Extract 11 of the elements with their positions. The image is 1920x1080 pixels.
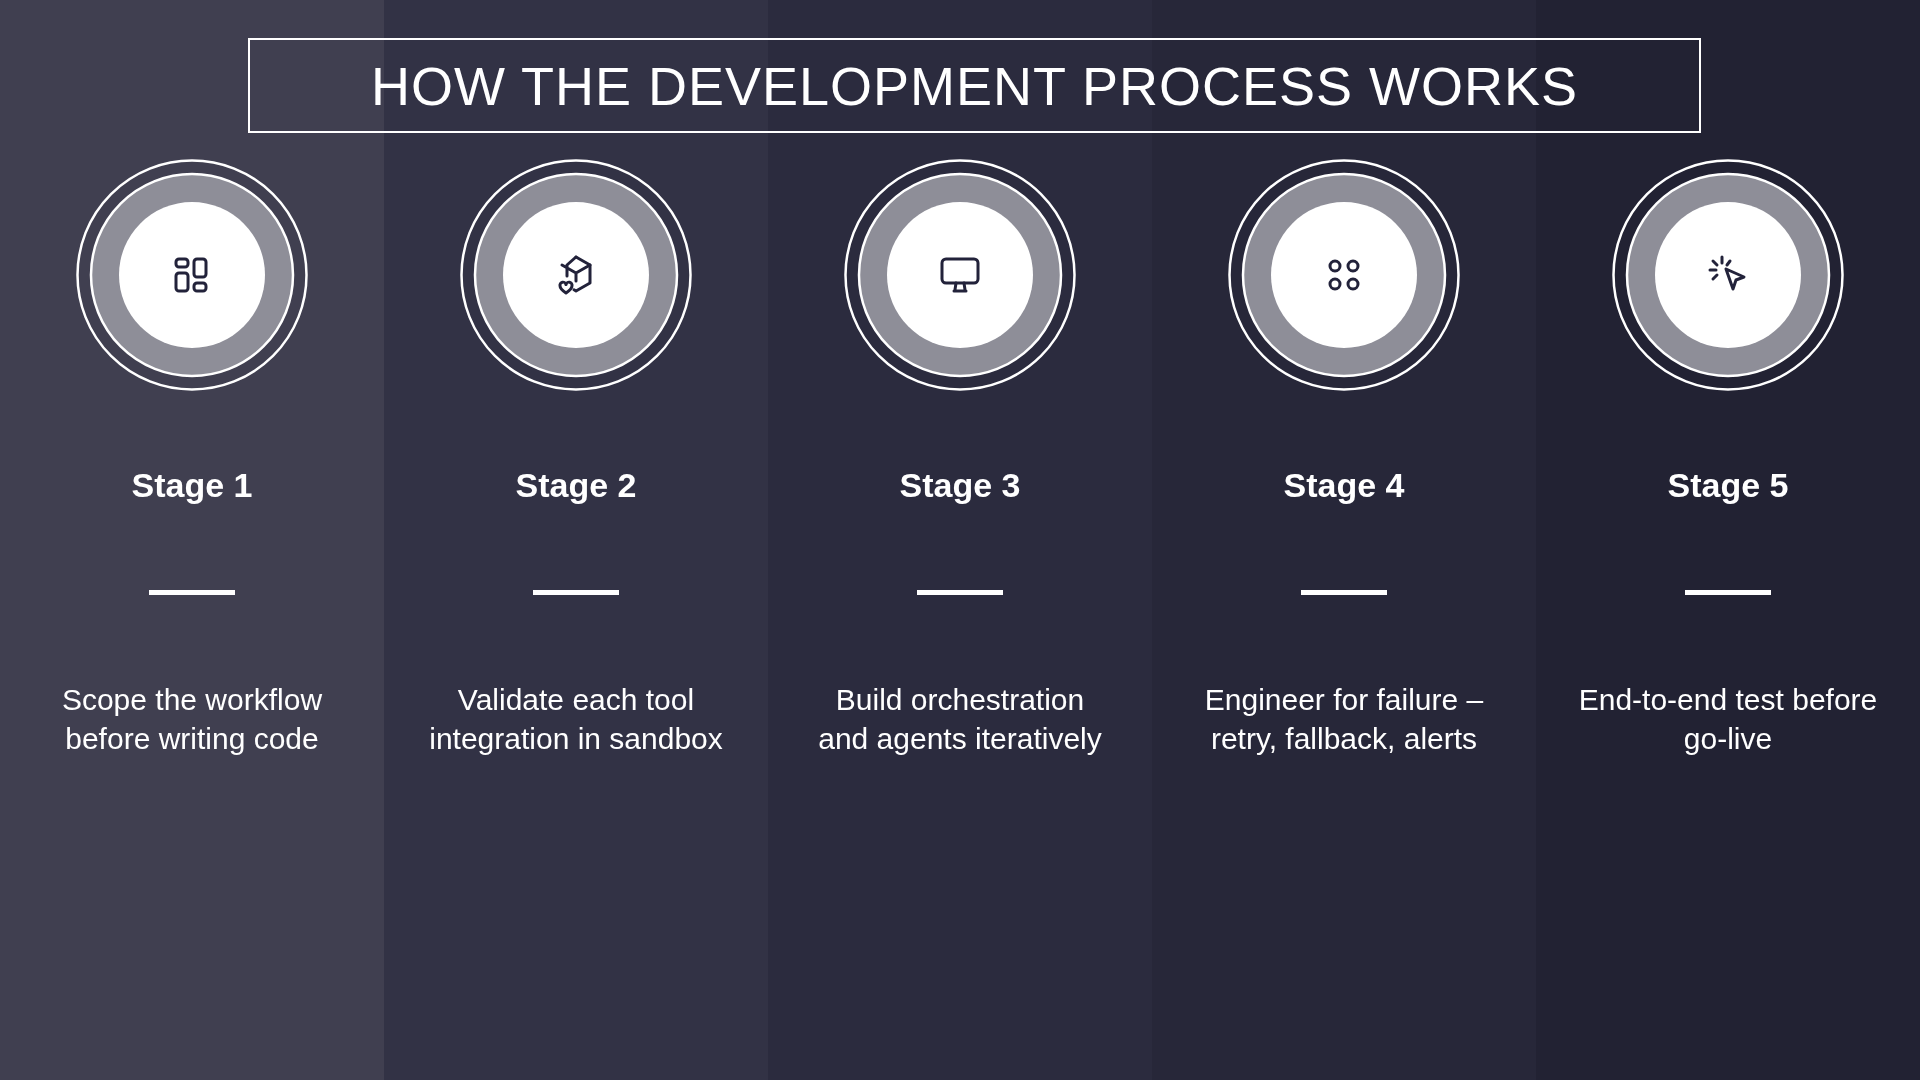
- stage-description: Build orchestration and agents iteratively: [817, 682, 1103, 757]
- stage-heading: Stage 5: [1667, 466, 1789, 505]
- stage-description: Engineer for failure – retry, fallback, alerts: [1203, 682, 1485, 757]
- stage-heading: Stage 4: [1283, 466, 1405, 505]
- stage-description: Scope the workflow before writing code: [60, 682, 324, 757]
- stage-heading: Stage 1: [131, 466, 253, 505]
- title-banner: HOW THE DEVELOPMENT PROCESS WORKS: [248, 38, 1701, 133]
- stage-description: End-to-end test before go-live: [1578, 682, 1878, 757]
- stage-heading: Stage 3: [899, 466, 1021, 505]
- stage-heading: Stage 2: [515, 466, 637, 505]
- stage-description: Validate each tool integration in sandbox: [428, 682, 724, 757]
